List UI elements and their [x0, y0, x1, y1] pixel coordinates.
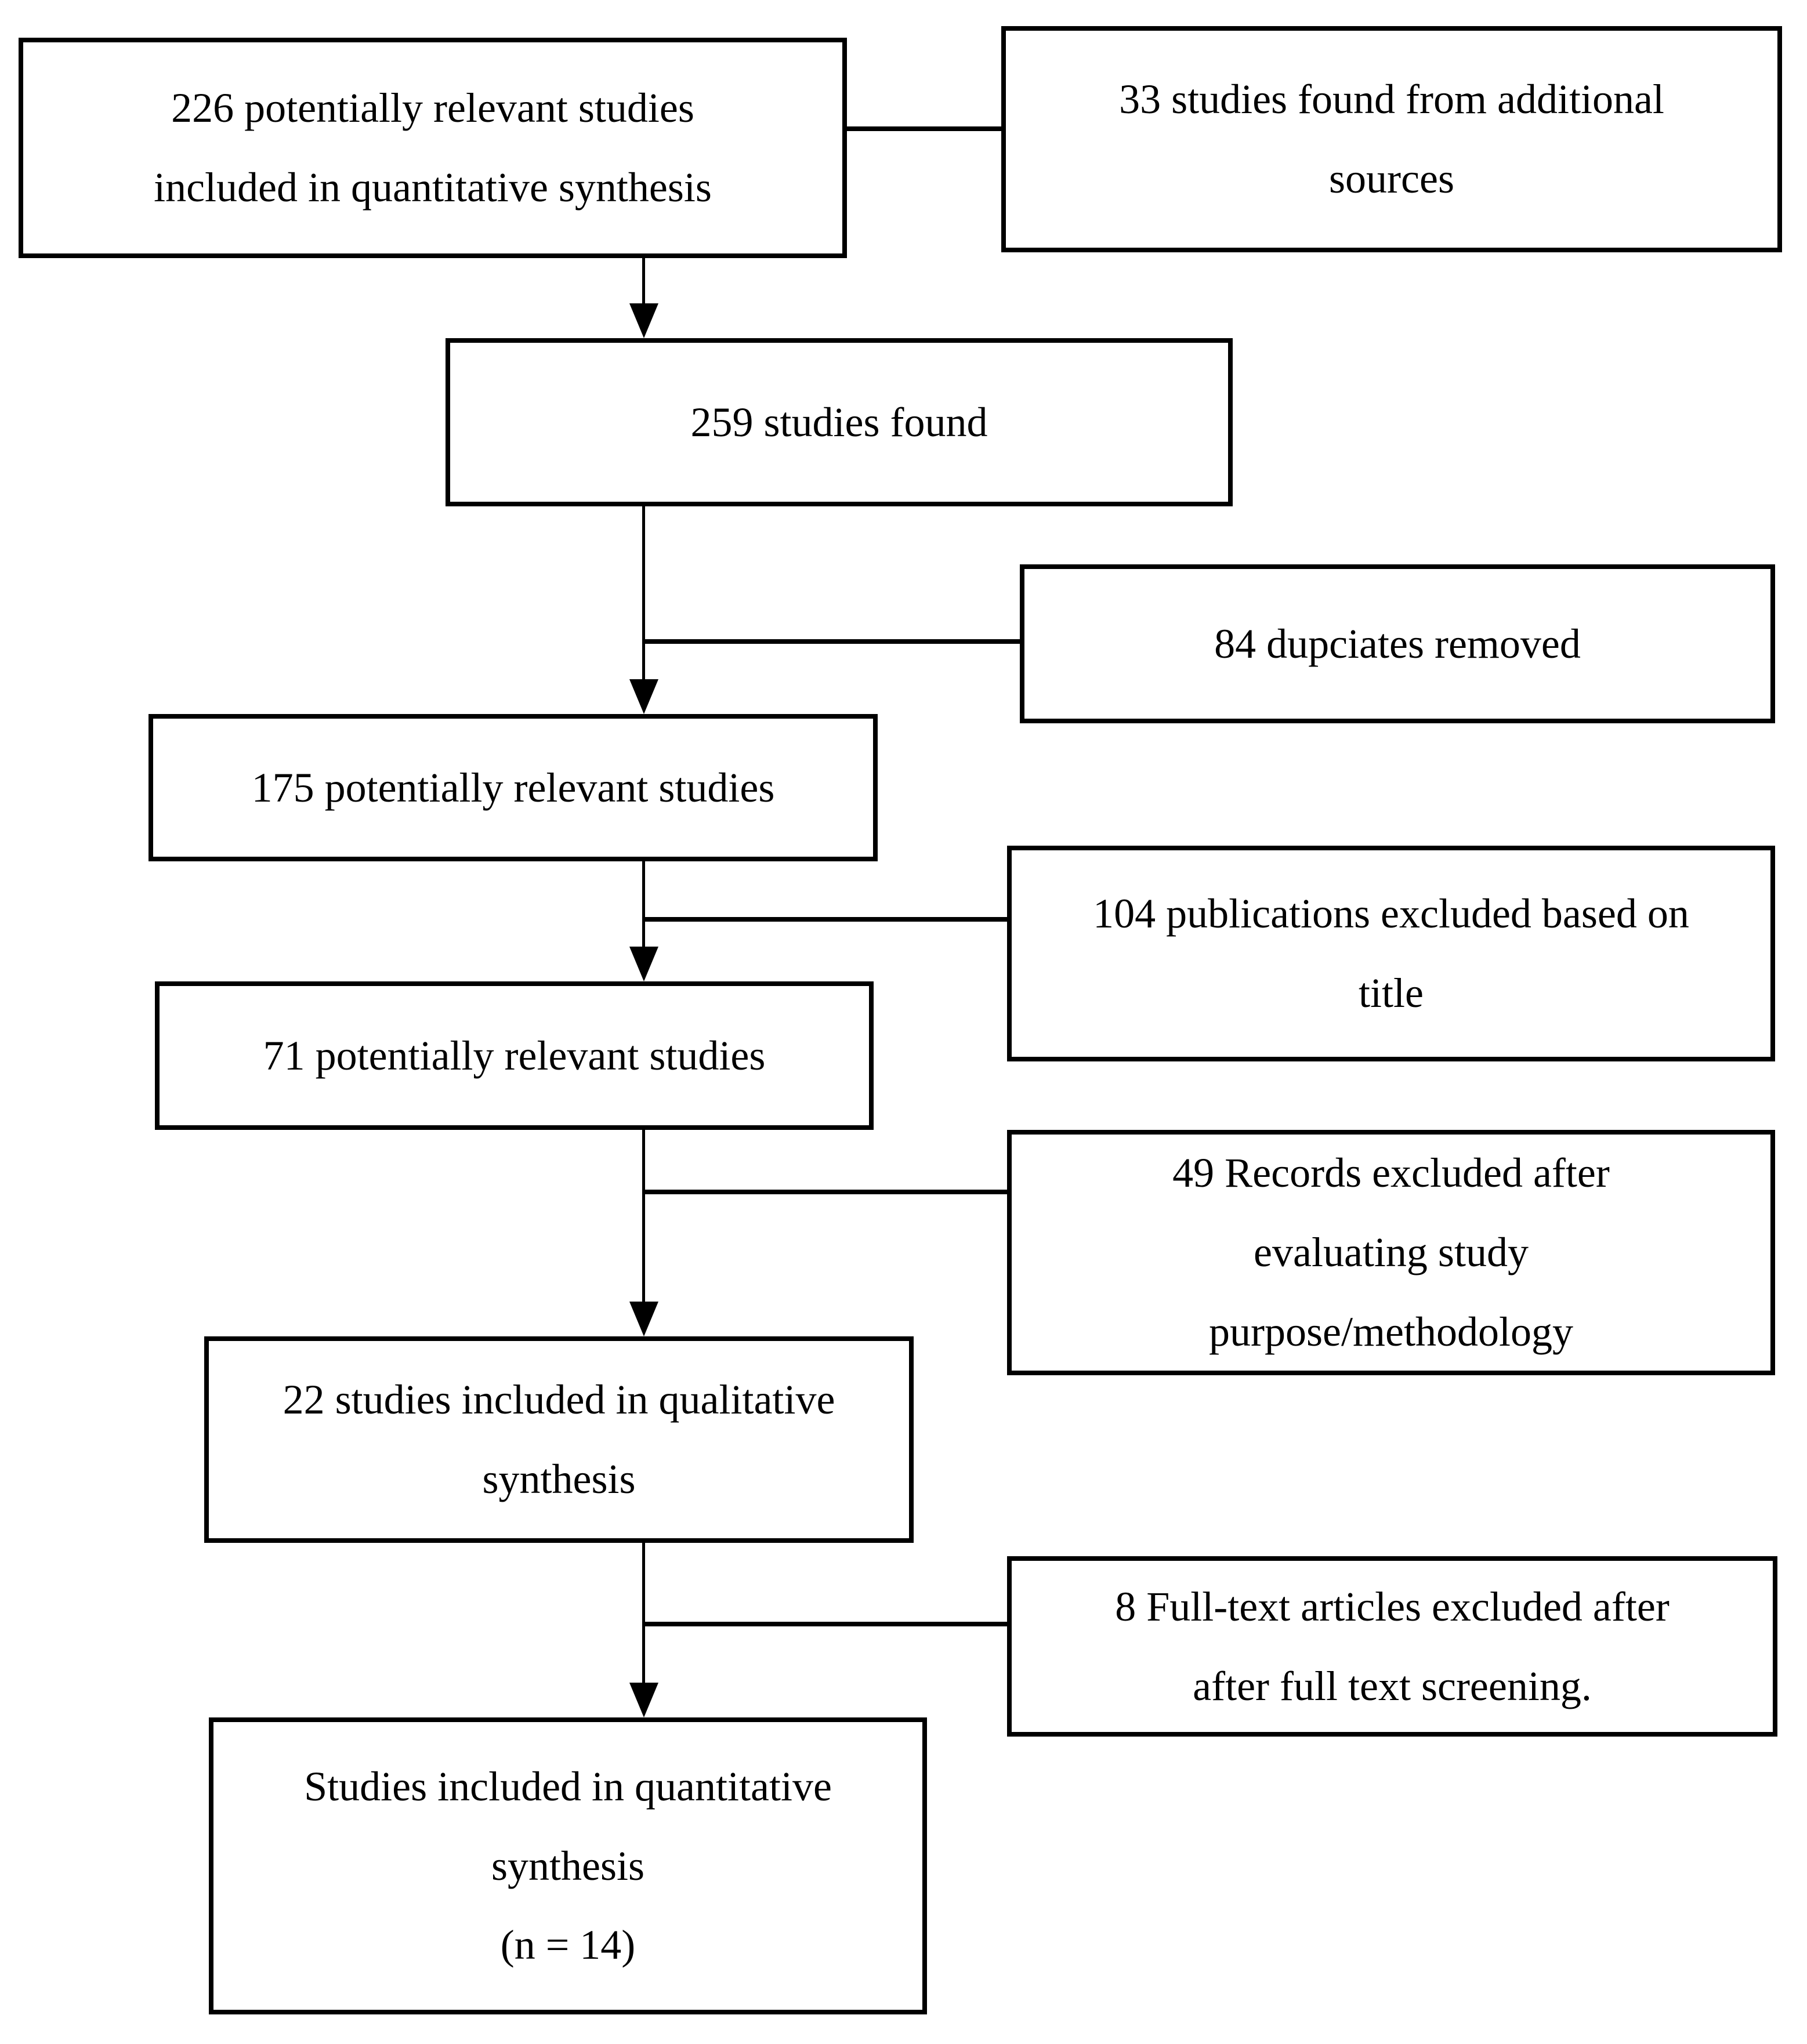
box-text-line: after full text screening. [1193, 1662, 1592, 1709]
box-33-additional-sources: 33 studies found from additional sources [1001, 26, 1782, 252]
connector-line-22-to-14 [642, 1543, 645, 1685]
connector-line-branch-104 [644, 917, 1007, 922]
box-text-line: (n = 14) [500, 1922, 636, 1969]
box-text-line: Studies included in quantitative [304, 1763, 832, 1810]
connector-line-259-to-175 [642, 506, 645, 682]
box-49-excluded-methodology: 49 Records excluded after evaluating stu… [1007, 1130, 1775, 1375]
box-104-excluded-title: 104 publications excluded based on title [1007, 846, 1775, 1061]
box-text-line: 71 potentially relevant studies [263, 1032, 766, 1079]
connector-line-branch-84 [644, 639, 1020, 644]
box-text-line: 49 Records excluded after [1172, 1150, 1610, 1197]
box-text-line: 226 potentially relevant studies [171, 85, 694, 132]
box-text-line: 84 dupciates removed [1214, 620, 1581, 667]
box-259-studies-found: 259 studies found [446, 338, 1233, 506]
box-175-relevant-studies: 175 potentially relevant studies [149, 714, 878, 861]
box-text-line: synthesis [491, 1842, 645, 1889]
connector-line-175-to-71 [642, 861, 645, 949]
box-226-relevant-studies: 226 potentially relevant studies include… [19, 38, 847, 258]
box-text-line: 175 potentially relevant studies [251, 764, 775, 811]
box-text-line: included in quantitative synthesis [154, 164, 712, 211]
box-text-line: synthesis [482, 1456, 636, 1502]
box-text-line: 259 studies found [690, 398, 988, 445]
arrow-down-icon [629, 1683, 658, 1717]
connector-line-branch-49 [644, 1190, 1007, 1194]
box-text-line: evaluating study [1254, 1229, 1529, 1276]
connector-line-226-to-259 [642, 258, 645, 307]
box-71-relevant-studies: 71 potentially relevant studies [155, 981, 874, 1130]
box-text-line: sources [1329, 155, 1454, 202]
box-text-line: 22 studies included in qualitative [283, 1376, 835, 1423]
box-text-line: title [1359, 970, 1424, 1016]
box-text-line: 33 studies found from additional [1119, 76, 1664, 123]
connector-line-71-to-22 [642, 1130, 645, 1304]
box-text-line: purpose/methodology [1209, 1308, 1573, 1355]
box-84-duplicates-removed: 84 dupciates removed [1020, 564, 1775, 723]
arrow-down-icon [629, 679, 658, 714]
connector-line-226-to-33 [847, 126, 1001, 131]
box-8-fulltext-excluded: 8 Full-text articles excluded after afte… [1007, 1556, 1777, 1737]
box-14-quantitative-synthesis: Studies included in quantitative synthes… [209, 1717, 927, 2014]
arrow-down-icon [629, 303, 658, 338]
box-text-line: 104 publications excluded based on [1093, 890, 1689, 937]
box-22-qualitative-synthesis: 22 studies included in qualitative synth… [204, 1336, 914, 1543]
arrow-down-icon [629, 947, 658, 981]
arrow-down-icon [629, 1302, 658, 1336]
connector-line-branch-8 [644, 1622, 1007, 1626]
box-text-line: 8 Full-text articles excluded after [1115, 1583, 1670, 1630]
